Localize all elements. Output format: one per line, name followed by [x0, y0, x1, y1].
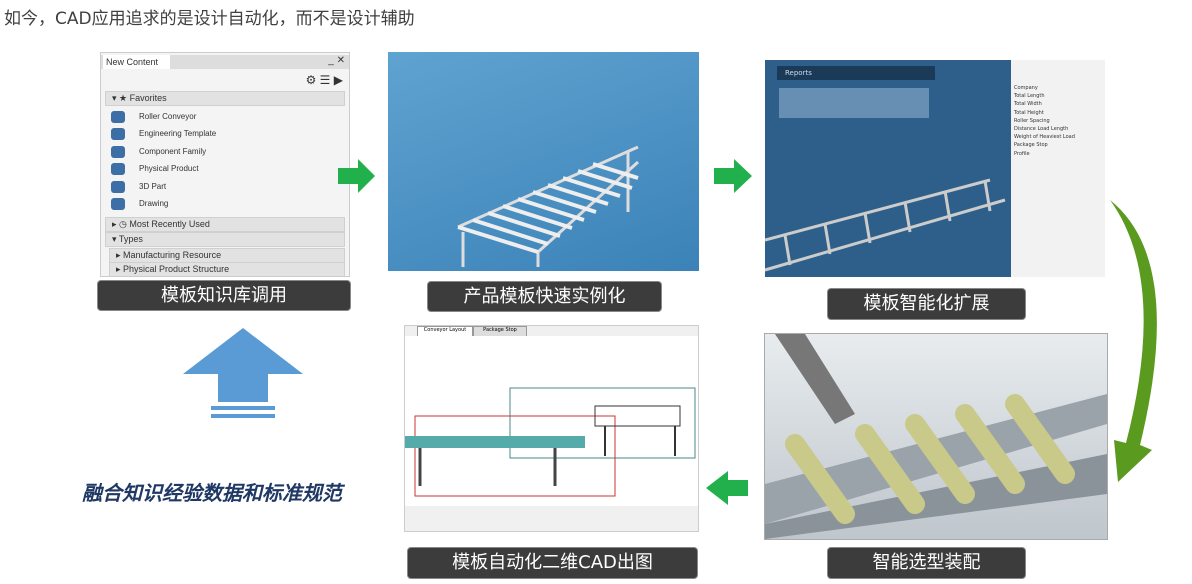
toolbar-icons[interactable]: ⚙ ☰ ▶	[305, 73, 343, 87]
step-label-template-library: 模板知识库调用	[97, 280, 351, 311]
product-icon	[111, 162, 125, 175]
template-extension-view: Reports Company Total Length Total Width…	[765, 60, 1105, 277]
conveyor-3d-view	[388, 52, 699, 271]
conveyor-model	[457, 145, 640, 267]
item-label: Drawing	[139, 199, 169, 208]
2d-drawing-view: Conveyor Layout Package Stop	[404, 325, 699, 532]
reports-window-title: Reports	[777, 66, 935, 80]
template-icon	[111, 127, 125, 140]
step-label-2d-drawing: 模板自动化二维CAD出图	[407, 547, 698, 579]
new-content-panel: New Content _ ✕ ⚙ ☰ ▶ ▾ ★ Favorites Roll…	[100, 52, 350, 277]
arrow-right-icon	[338, 159, 375, 193]
param-label: Total Height	[1014, 109, 1044, 116]
item-label: 3D Part	[139, 182, 167, 191]
drawing-icon	[111, 197, 125, 210]
step-label-instantiation: 产品模板快速实例化	[427, 281, 662, 312]
type-item[interactable]: ▸ Physical Product Structure	[109, 262, 345, 276]
conveyor-model	[765, 178, 1006, 272]
section-most-recent[interactable]: ▸ ◷ Most Recently Used	[105, 217, 345, 232]
close-icon[interactable]: _ ✕	[328, 55, 345, 66]
list-item[interactable]: Component Family	[111, 144, 206, 160]
favorites-label: Favorites	[129, 93, 167, 103]
list-item[interactable]: Engineering Template	[111, 126, 216, 142]
param-label: Weight of Heaviest Load	[1014, 134, 1075, 141]
param-label: Profile	[1014, 150, 1030, 157]
side-text: 融合知识经验数据和标准规范	[82, 481, 342, 505]
param-label: Total Length	[1014, 93, 1045, 100]
reports-table	[779, 88, 929, 118]
roller-icon	[111, 110, 125, 123]
param-label: Company	[1014, 85, 1038, 91]
list-item[interactable]: Drawing	[111, 196, 168, 212]
section-label: Most Recently Used	[129, 219, 210, 229]
roller-assembly-model	[765, 334, 1107, 539]
item-label: Roller Conveyor	[139, 112, 197, 121]
param-label: Distance Load Length	[1014, 126, 1069, 133]
param-label: Total Width	[1014, 101, 1042, 108]
drawing-sheet	[405, 336, 698, 506]
section-label: Types	[118, 234, 143, 244]
item-label: Physical Product	[139, 164, 199, 173]
param-label: Package Stop	[1014, 142, 1048, 149]
curved-arrow-icon	[1110, 200, 1157, 482]
list-item[interactable]: 3D Part	[111, 179, 166, 195]
step-label-assembly: 智能选型装配	[827, 547, 1026, 579]
section-types[interactable]: ▾ Types	[105, 232, 345, 247]
conveyor-drawing	[405, 387, 696, 497]
arrow-left-icon	[706, 471, 748, 505]
assembly-view	[764, 333, 1108, 540]
list-item[interactable]: Physical Product	[111, 161, 199, 177]
section-favorites[interactable]: ▾ ★ Favorites	[105, 91, 345, 106]
slide-title: 如今，CAD应用追求的是设计自动化，而不是设计辅助	[4, 9, 415, 29]
tab-new-content[interactable]: New Content	[103, 55, 170, 69]
part-icon	[111, 180, 125, 193]
family-icon	[111, 145, 125, 158]
param-label: Roller Spacing	[1014, 117, 1050, 124]
item-label: Engineering Template	[139, 129, 217, 138]
arrow-right-icon	[714, 159, 752, 193]
item-label: Physical Product Structure	[123, 264, 230, 274]
arrow-up-icon	[183, 328, 303, 402]
parameters-panel: Company Total Length Total Width Total H…	[1011, 60, 1105, 277]
item-label: Component Family	[139, 147, 207, 156]
step-label-extension: 模板智能化扩展	[827, 288, 1026, 320]
item-label: Manufacturing Resource	[123, 250, 222, 260]
list-item[interactable]: Roller Conveyor	[111, 109, 196, 125]
